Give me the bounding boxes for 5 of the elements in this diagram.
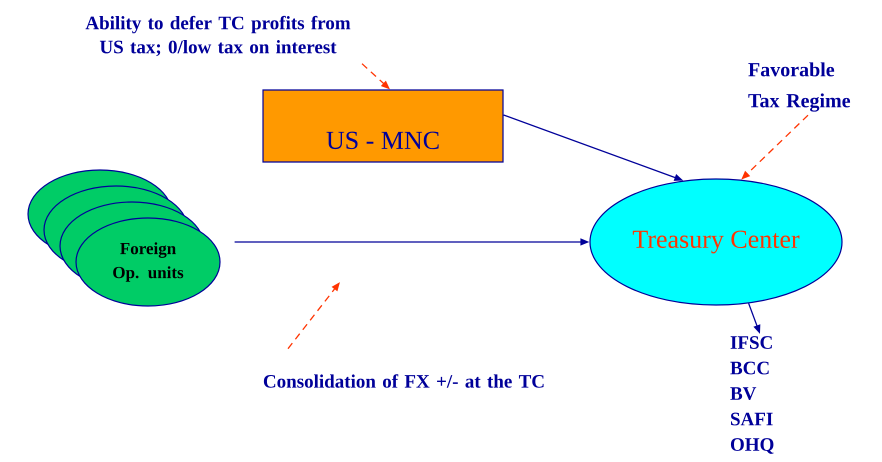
entity-list: IFSC BCC BV SAFI OHQ bbox=[730, 336, 774, 454]
company-box: US - MNC bbox=[262, 89, 504, 163]
annotation-text: Consolidation of FX +/- at the TC bbox=[264, 374, 544, 388]
annotation-text: Ability to defer TC profits from US tax; 0/low tax on interest bbox=[86, 16, 350, 56]
annotation-text: Favorable Tax Regime bbox=[748, 62, 850, 112]
